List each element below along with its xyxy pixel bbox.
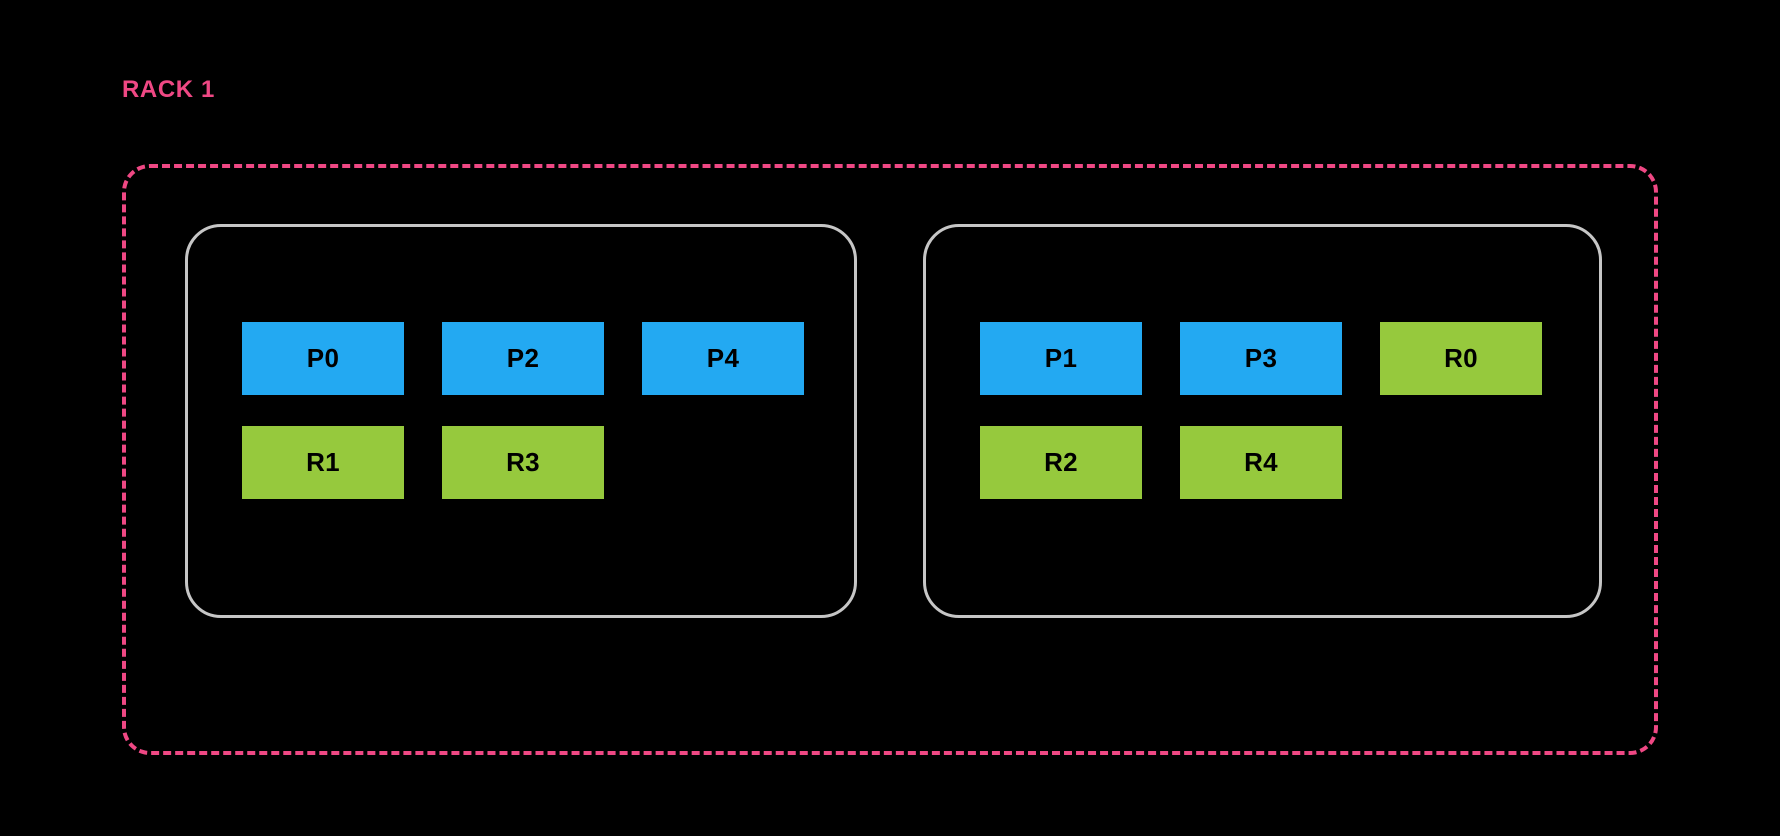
rack-container: [122, 164, 1658, 755]
block-r4[interactable]: R4: [1180, 426, 1342, 499]
node-group-left: P0 P2 P4 R1 R3: [185, 224, 857, 618]
block-p1[interactable]: P1: [980, 322, 1142, 395]
block-p0[interactable]: P0: [242, 322, 404, 395]
block-r1[interactable]: R1: [242, 426, 404, 499]
node-group-right: P1 P3 R0 R2 R4: [923, 224, 1602, 618]
block-r2[interactable]: R2: [980, 426, 1142, 499]
block-row-replicas: R2 R4: [980, 426, 1599, 499]
block-r3[interactable]: R3: [442, 426, 604, 499]
block-r0[interactable]: R0: [1380, 322, 1542, 395]
block-p3[interactable]: P3: [1180, 322, 1342, 395]
block-row-primaries: P1 P3 R0: [980, 322, 1599, 395]
rack-label: RACK 1: [122, 76, 215, 103]
block-row-primaries: P0 P2 P4: [242, 322, 854, 395]
block-p4[interactable]: P4: [642, 322, 804, 395]
block-row-replicas: R1 R3: [242, 426, 854, 499]
block-p2[interactable]: P2: [442, 322, 604, 395]
